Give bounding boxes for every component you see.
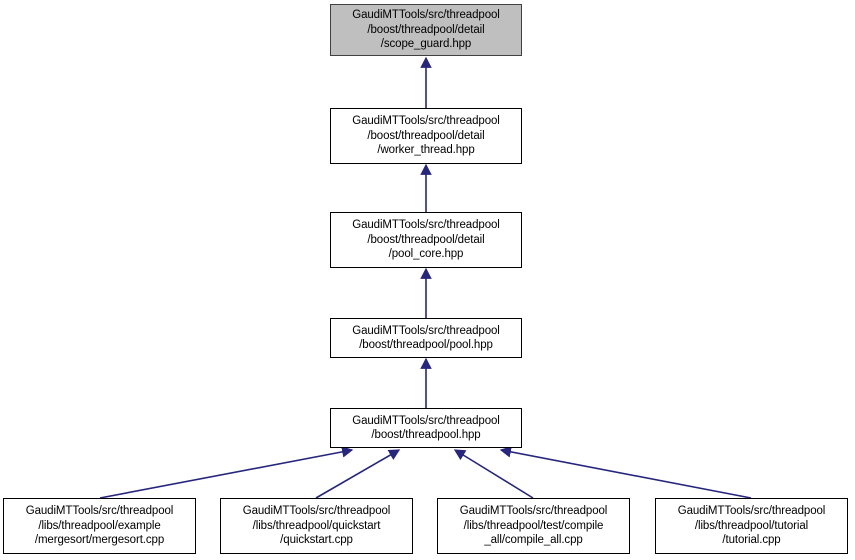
edge-mergesort-to-threadpool	[99, 446, 354, 499]
node-threadpool[interactable]: GaudiMTTools/src/threadpool /boost/threa…	[330, 408, 522, 448]
node-tutorial[interactable]: GaudiMTTools/src/threadpool /libs/thread…	[655, 498, 848, 554]
node-pool_core[interactable]: GaudiMTTools/src/threadpool /boost/threa…	[330, 212, 522, 268]
node-compile_all[interactable]: GaudiMTTools/src/threadpool /libs/thread…	[437, 498, 630, 554]
node-label-mergesort: GaudiMTTools/src/threadpool /libs/thread…	[25, 505, 174, 547]
edge-compile_all-to-threadpool	[453, 449, 534, 499]
node-label-threadpool: GaudiMTTools/src/threadpool /boost/threa…	[352, 414, 500, 442]
edge-tutorial-to-threadpool	[499, 446, 752, 499]
node-label-scope_guard: GaudiMTTools/src/threadpool /boost/threa…	[352, 9, 500, 51]
edge-quickstart-to-threadpool	[315, 449, 401, 499]
node-mergesort[interactable]: GaudiMTTools/src/threadpool /libs/thread…	[3, 498, 196, 554]
node-label-worker_thread: GaudiMTTools/src/threadpool /boost/threa…	[352, 115, 500, 157]
node-label-pool_core: GaudiMTTools/src/threadpool /boost/threa…	[352, 219, 500, 261]
node-quickstart[interactable]: GaudiMTTools/src/threadpool /libs/thread…	[220, 498, 413, 554]
node-worker_thread[interactable]: GaudiMTTools/src/threadpool /boost/threa…	[330, 108, 522, 164]
node-scope_guard[interactable]: GaudiMTTools/src/threadpool /boost/threa…	[330, 4, 522, 56]
node-pool[interactable]: GaudiMTTools/src/threadpool /boost/threa…	[330, 318, 522, 358]
node-label-compile_all: GaudiMTTools/src/threadpool /libs/thread…	[459, 505, 608, 547]
node-label-quickstart: GaudiMTTools/src/threadpool /libs/thread…	[242, 505, 391, 547]
node-label-tutorial: GaudiMTTools/src/threadpool /libs/thread…	[677, 505, 826, 547]
node-label-pool: GaudiMTTools/src/threadpool /boost/threa…	[352, 324, 500, 352]
